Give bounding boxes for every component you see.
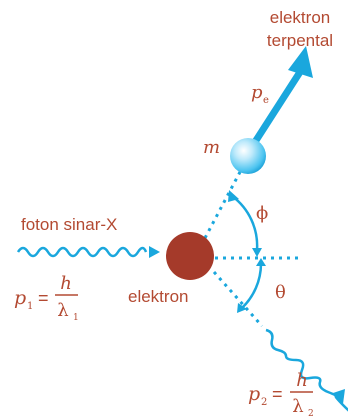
p1-subscript: 1 (27, 301, 33, 312)
phi-angle-arc (232, 196, 257, 250)
scattered-electron-arrowhead (288, 46, 313, 78)
electron-path-dotted-line (205, 172, 240, 238)
electron-label: elektron (128, 287, 188, 306)
phi-arc-arrowhead-bottom (252, 248, 262, 257)
theta-symbol: θ (275, 282, 286, 303)
scattered-electron-label-line1: elektron (270, 8, 330, 27)
electron-momentum-symbol: p (251, 82, 263, 103)
incident-photon-wave (18, 248, 146, 256)
scattered-electron-label-line2: terpental (267, 31, 333, 50)
incident-photon-arrowhead (149, 246, 160, 258)
mass-symbol: m (203, 137, 220, 158)
theta-angle-arc (242, 264, 261, 308)
electron-momentum-subscript: e (263, 95, 269, 106)
p1-symbol: p (14, 287, 26, 309)
phi-symbol: ϕ (256, 203, 268, 224)
p2-numerator: h (296, 370, 308, 391)
p1-equals: = (38, 288, 49, 308)
p2-denominator: λ (292, 396, 303, 417)
p2-denominator-subscript: 2 (308, 409, 314, 419)
formula-p1: p 1 = h λ 1 (14, 273, 79, 323)
p1-denominator-subscript: 1 (73, 313, 79, 323)
p2-equals: = (272, 384, 283, 404)
electron-ball (166, 232, 214, 280)
formula-p2: p 2 = h λ 2 (248, 370, 314, 419)
incident-photon-label: foton sinar-X (21, 215, 117, 234)
scattered-electron-ball (230, 138, 266, 174)
p2-symbol: p (248, 383, 260, 405)
photon-path-dotted-line (214, 272, 262, 326)
p1-numerator: h (60, 273, 72, 294)
p1-denominator: λ (57, 300, 68, 321)
p2-subscript: 2 (261, 397, 267, 408)
